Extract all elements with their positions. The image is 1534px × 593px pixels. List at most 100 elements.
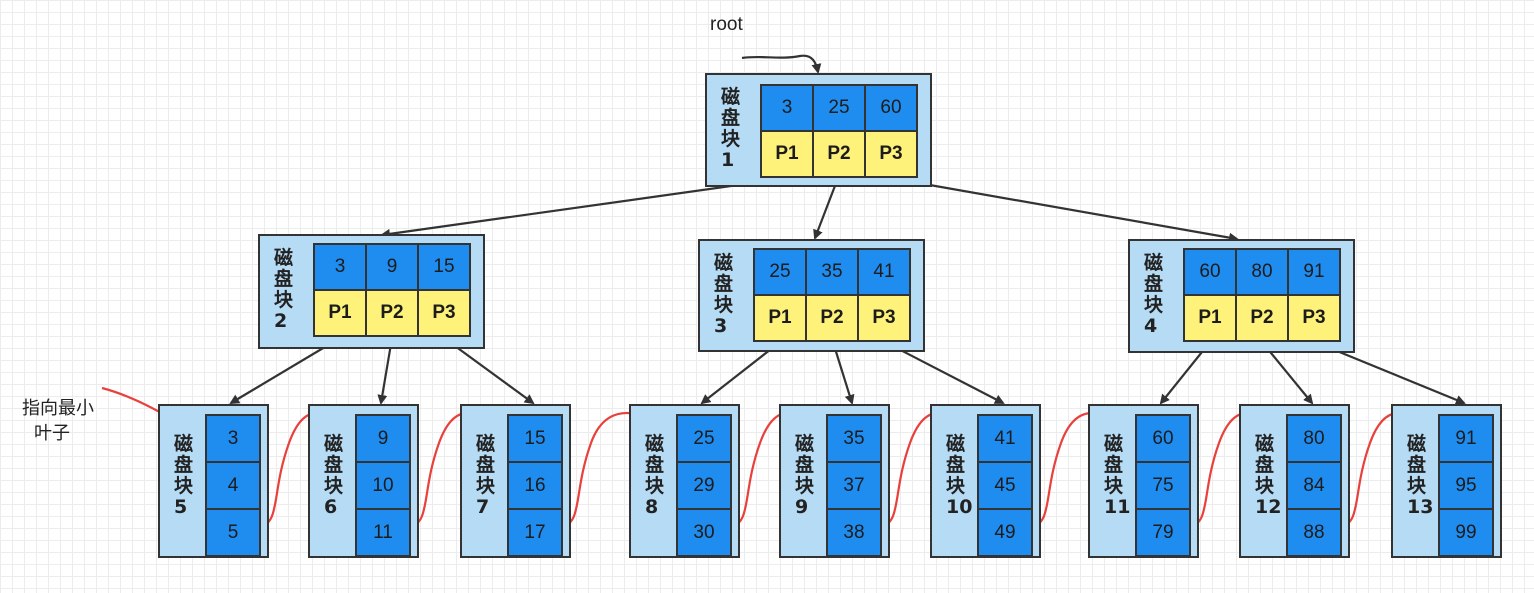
block-label-char: 盘 (324, 454, 344, 476)
key-cell: 91 (1287, 248, 1341, 296)
leaf-key-cell: 88 (1286, 508, 1342, 557)
block-label-char: 6 (324, 496, 338, 518)
block-label-char: 9 (795, 496, 809, 518)
leaf-key-cell: 5 (205, 508, 261, 557)
block-label-char: 磁 (795, 433, 815, 455)
pointer-cell: P1 (760, 130, 814, 178)
leaf-key-cell: 80 (1286, 414, 1342, 463)
block-label-char: 块 (324, 475, 344, 497)
leaf-key-cell: 29 (676, 461, 732, 510)
block-label-char: 磁 (721, 86, 741, 108)
key-cell: 25 (812, 84, 866, 132)
root-pointer-arrow (741, 54, 822, 74)
block-label-char: 块 (795, 475, 815, 497)
block-label-char: 盘 (1407, 454, 1427, 476)
block-label-char: 13 (1407, 496, 1434, 518)
block-label-char: 盘 (1144, 273, 1164, 295)
block-label-char: 块 (1407, 475, 1427, 497)
leaf-key-cell: 16 (507, 461, 563, 510)
leaf-key-cell: 35 (826, 414, 882, 463)
key-cell: 9 (365, 243, 419, 291)
key-cell: 35 (805, 248, 859, 296)
leaf-key-cell: 17 (507, 508, 563, 557)
block-label-char: 磁 (174, 433, 194, 455)
key-cell: 41 (857, 248, 911, 296)
block-label-char: 块 (1104, 475, 1124, 497)
block-label-char: 12 (1255, 496, 1282, 518)
pointer-cell: P3 (417, 289, 471, 337)
edge-root-to-block-3 (813, 177, 840, 240)
leaf-key-cell: 15 (507, 414, 563, 463)
block-label-char: 4 (1144, 315, 1158, 337)
min-leaf-note: 指向最小 叶子 (22, 396, 94, 446)
note-line-2: 叶子 (34, 423, 70, 444)
leaf-key-cell: 75 (1135, 461, 1191, 510)
pointer-cell: P2 (365, 289, 419, 337)
block-label-char: 10 (946, 496, 973, 518)
block-label-char: 2 (274, 310, 288, 332)
leaf-key-cell: 9 (355, 414, 411, 463)
block-label-char: 8 (645, 496, 659, 518)
pointer-cell: P3 (857, 294, 911, 342)
block-label-char: 3 (714, 315, 728, 337)
key-cell: 3 (313, 243, 367, 291)
leaf-key-cell: 11 (355, 508, 411, 557)
block-label-char: 磁 (324, 433, 344, 455)
leaf-key-cell: 38 (826, 508, 882, 557)
pointer-cell: P3 (1287, 294, 1341, 342)
pointer-cell: P1 (313, 289, 367, 337)
leaf-key-cell: 4 (205, 461, 261, 510)
block-label-char: 块 (274, 289, 294, 311)
edge-root-to-block-2 (380, 176, 789, 239)
block-label-char: 盘 (714, 273, 734, 295)
leaf-key-cell: 37 (826, 461, 882, 510)
leaf-key-cell: 10 (355, 461, 411, 510)
leaf-key-cell: 99 (1438, 508, 1494, 557)
leaf-key-cell: 30 (676, 508, 732, 557)
block-label-char: 块 (714, 294, 734, 316)
note-line-1: 指向最小 (22, 398, 94, 419)
leaf-key-cell: 49 (977, 508, 1033, 557)
key-cell: 80 (1235, 248, 1289, 296)
block-label-char: 块 (1255, 475, 1275, 497)
block-label-char: 盘 (1255, 454, 1275, 476)
leaf-key-cell: 60 (1135, 414, 1191, 463)
edge-root-to-block-4 (889, 176, 1239, 243)
block-label-char: 磁 (476, 433, 496, 455)
pointer-cell: P3 (864, 130, 918, 178)
pointer-cell: P2 (812, 130, 866, 178)
block-label-char: 磁 (645, 433, 665, 455)
block-label-char: 磁 (714, 252, 734, 274)
leaf-key-cell: 95 (1438, 461, 1494, 510)
block-label-char: 磁 (946, 433, 966, 455)
block-label-char: 盘 (274, 268, 294, 290)
key-cell: 3 (760, 84, 814, 132)
block-label-char: 磁 (1104, 433, 1124, 455)
pointer-cell: P1 (1183, 294, 1237, 342)
block-label-char: 盘 (476, 454, 496, 476)
key-cell: 60 (864, 84, 918, 132)
leaf-key-cell: 3 (205, 414, 261, 463)
block-label-char: 盘 (1104, 454, 1124, 476)
block-label-char: 磁 (274, 247, 294, 269)
